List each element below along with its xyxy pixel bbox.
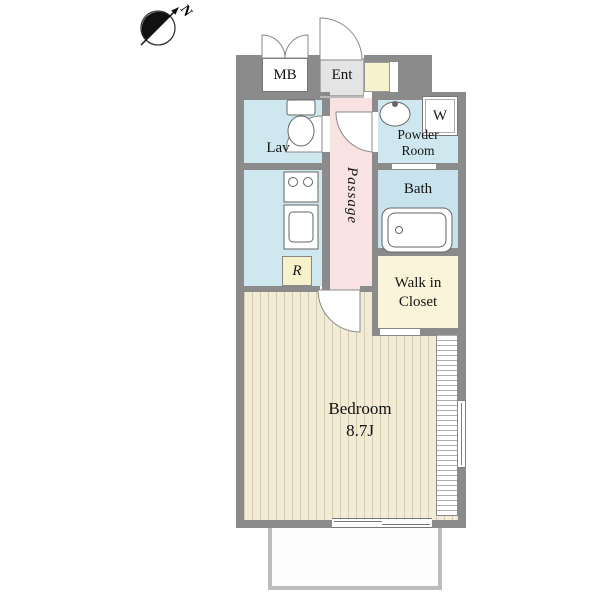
shoe-cabinet <box>364 62 390 92</box>
walk-in-closet <box>378 256 458 328</box>
wall <box>398 55 432 92</box>
fridge-label: R <box>292 262 302 279</box>
wall <box>364 55 398 62</box>
balcony-sliding-window <box>332 518 432 528</box>
lav-label: Lav <box>266 140 290 156</box>
wall <box>236 96 244 528</box>
compass-icon: N <box>140 3 195 46</box>
closet-opening <box>380 328 420 336</box>
wall <box>236 92 330 100</box>
bedroom-side-panel <box>436 334 458 516</box>
wall <box>236 520 332 528</box>
wall <box>458 468 466 520</box>
mb-label: MB <box>273 67 297 83</box>
bath-sliding-door <box>392 163 436 170</box>
washer-box: W <box>422 96 458 136</box>
entrance-step <box>320 96 364 98</box>
bedroom-label: Bedroom 8.7J <box>280 398 440 442</box>
window-pane <box>460 403 462 465</box>
window-pane <box>382 524 430 525</box>
wall <box>372 100 378 112</box>
bath-label: Bath <box>403 181 433 197</box>
compass-needle <box>140 10 176 46</box>
wall <box>372 152 378 332</box>
fridge-box: R <box>282 256 312 286</box>
wall <box>308 55 320 96</box>
compass-north-label: N <box>177 3 195 20</box>
wall <box>322 96 330 116</box>
powder-room-label: Powder Room <box>397 127 439 158</box>
bedroom-floor <box>244 332 458 520</box>
bedroom-size-label: 8.7J <box>346 421 374 440</box>
passage-label: Passage <box>343 166 360 224</box>
wall <box>322 152 330 290</box>
bedroom-name: Bedroom <box>328 399 392 418</box>
wall <box>236 55 262 96</box>
compass-half <box>141 11 170 40</box>
bedroom-floor-upper <box>244 292 372 332</box>
washer-label: W <box>432 107 448 124</box>
mb-room <box>262 58 308 92</box>
ent-label: Ent <box>331 67 353 83</box>
wall <box>244 163 330 170</box>
wall <box>372 92 466 100</box>
wall <box>244 286 320 292</box>
wall <box>360 286 378 292</box>
wic-label: Walk in Closet <box>394 275 442 310</box>
window-pane <box>334 521 382 522</box>
entrance-floor <box>320 58 364 96</box>
entrance-door-arc <box>319 17 363 61</box>
wall <box>372 248 466 256</box>
compass-arrowhead <box>171 7 179 15</box>
wall <box>432 520 466 528</box>
balcony <box>268 528 442 590</box>
wall <box>262 55 308 58</box>
